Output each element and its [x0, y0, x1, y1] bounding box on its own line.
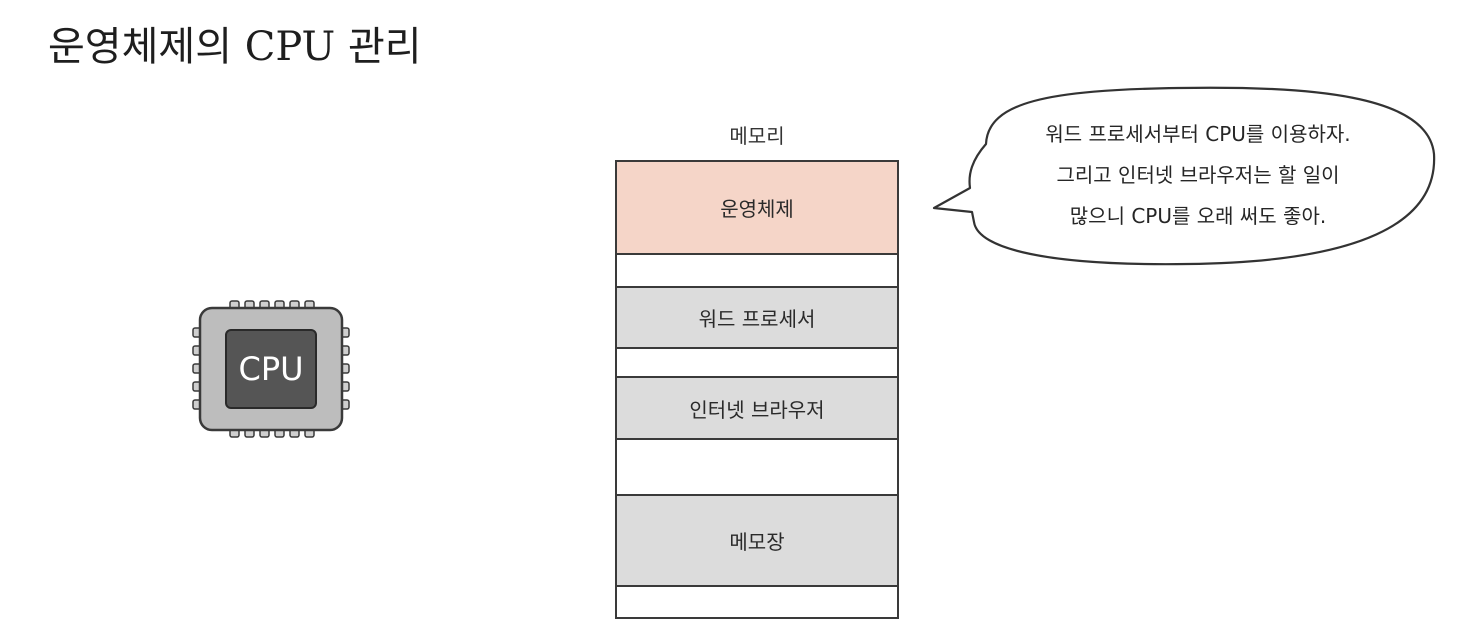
memory-segment-word-processor: 워드 프로세서 — [617, 286, 897, 349]
page-title: 운영체제의 CPU 관리 — [48, 24, 422, 70]
speech-line-1: 워드 프로세서부터 CPU를 이용하자. — [1045, 122, 1351, 146]
memory-segment-notepad: 메모장 — [617, 494, 897, 587]
memory-segment-free — [617, 587, 897, 617]
memory-segment-os: 운영체제 — [617, 162, 897, 255]
cpu-chip-icon: CPU — [190, 298, 352, 440]
memory-segment-free — [617, 440, 897, 496]
speech-line-2: 그리고 인터넷 브라우저는 할 일이 — [1056, 163, 1340, 187]
speech-line-3: 많으니 CPU를 오래 써도 좋아. — [1069, 204, 1327, 228]
memory-segment-free — [617, 255, 897, 288]
memory-title: 메모리 — [729, 124, 785, 148]
memory-segment-browser: 인터넷 브라우저 — [617, 376, 897, 440]
memory-block: 운영체제 워드 프로세서 인터넷 브라우저 메모장 — [615, 160, 899, 619]
memory-segment-free — [617, 349, 897, 378]
speech-bubble-text: 워드 프로세서부터 CPU를 이용하자. 그리고 인터넷 브라우저는 할 일이 … — [978, 114, 1418, 237]
speech-bubble: 워드 프로세서부터 CPU를 이용하자. 그리고 인터넷 브라우저는 할 일이 … — [928, 84, 1438, 268]
cpu-label: CPU — [238, 350, 304, 388]
speech-bubble-outline — [932, 86, 1436, 266]
cpu-chip-graphic — [192, 300, 350, 438]
